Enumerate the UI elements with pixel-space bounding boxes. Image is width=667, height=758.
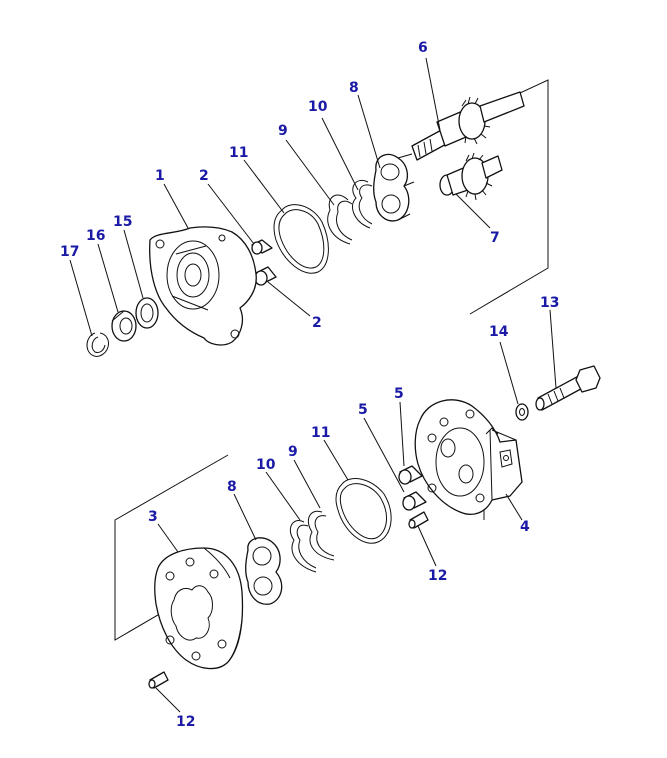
callout-2: 2	[312, 315, 322, 331]
o-ring-lower	[335, 478, 392, 544]
callout-11: 11	[311, 425, 330, 441]
front-cover	[149, 226, 257, 346]
callout-8: 8	[227, 479, 237, 495]
callout-9: 9	[278, 123, 288, 139]
oil-seal-15	[135, 297, 159, 329]
bolt-13	[535, 365, 601, 411]
callout-2: 2	[199, 168, 209, 184]
callout-4: 4	[520, 519, 530, 535]
callout-13: 13	[540, 295, 559, 311]
callout-10: 10	[256, 457, 276, 473]
washer-14	[515, 403, 529, 421]
gear-body-3	[154, 547, 244, 670]
bushing-plate-lower	[245, 537, 283, 605]
callout-9: 9	[288, 444, 298, 460]
seal-washer-16	[111, 310, 137, 342]
seal-ring-lower-10	[289, 520, 317, 573]
callout-labels: 6 8 10 9 11 1 2 16 15 17 7 2 13 14 5 5 1…	[60, 40, 559, 730]
pin-12-upper	[408, 511, 429, 529]
callout-7: 7	[490, 230, 500, 246]
driven-gear	[439, 152, 503, 201]
callout-10: 10	[308, 99, 328, 115]
callout-1: 1	[155, 168, 165, 184]
seal-ring-upper-10	[352, 180, 373, 229]
rear-housing	[414, 399, 523, 520]
callout-3: 3	[148, 509, 158, 525]
callout-8: 8	[349, 80, 359, 96]
drive-gear-shaft	[411, 91, 525, 161]
snap-ring-17	[86, 332, 109, 357]
dowel-bushings	[251, 239, 277, 286]
callout-12: 12	[176, 714, 195, 730]
pin-12-lower	[148, 671, 169, 689]
callout-6: 6	[418, 40, 428, 56]
bushing-plate-upper	[373, 153, 415, 222]
callout-11: 11	[229, 145, 248, 161]
callout-14: 14	[489, 324, 509, 340]
callout-5: 5	[394, 386, 404, 402]
backup-ring-lower-9	[307, 510, 335, 561]
callout-15: 15	[113, 214, 132, 230]
callout-12: 12	[428, 568, 447, 584]
backup-ring-upper-9	[327, 194, 353, 245]
o-ring-upper	[273, 204, 329, 274]
callout-5: 5	[358, 402, 368, 418]
leader-lines	[69, 57, 557, 713]
callout-17: 17	[60, 244, 79, 260]
callout-16: 16	[86, 228, 105, 244]
dowel-pins-5	[398, 465, 427, 511]
